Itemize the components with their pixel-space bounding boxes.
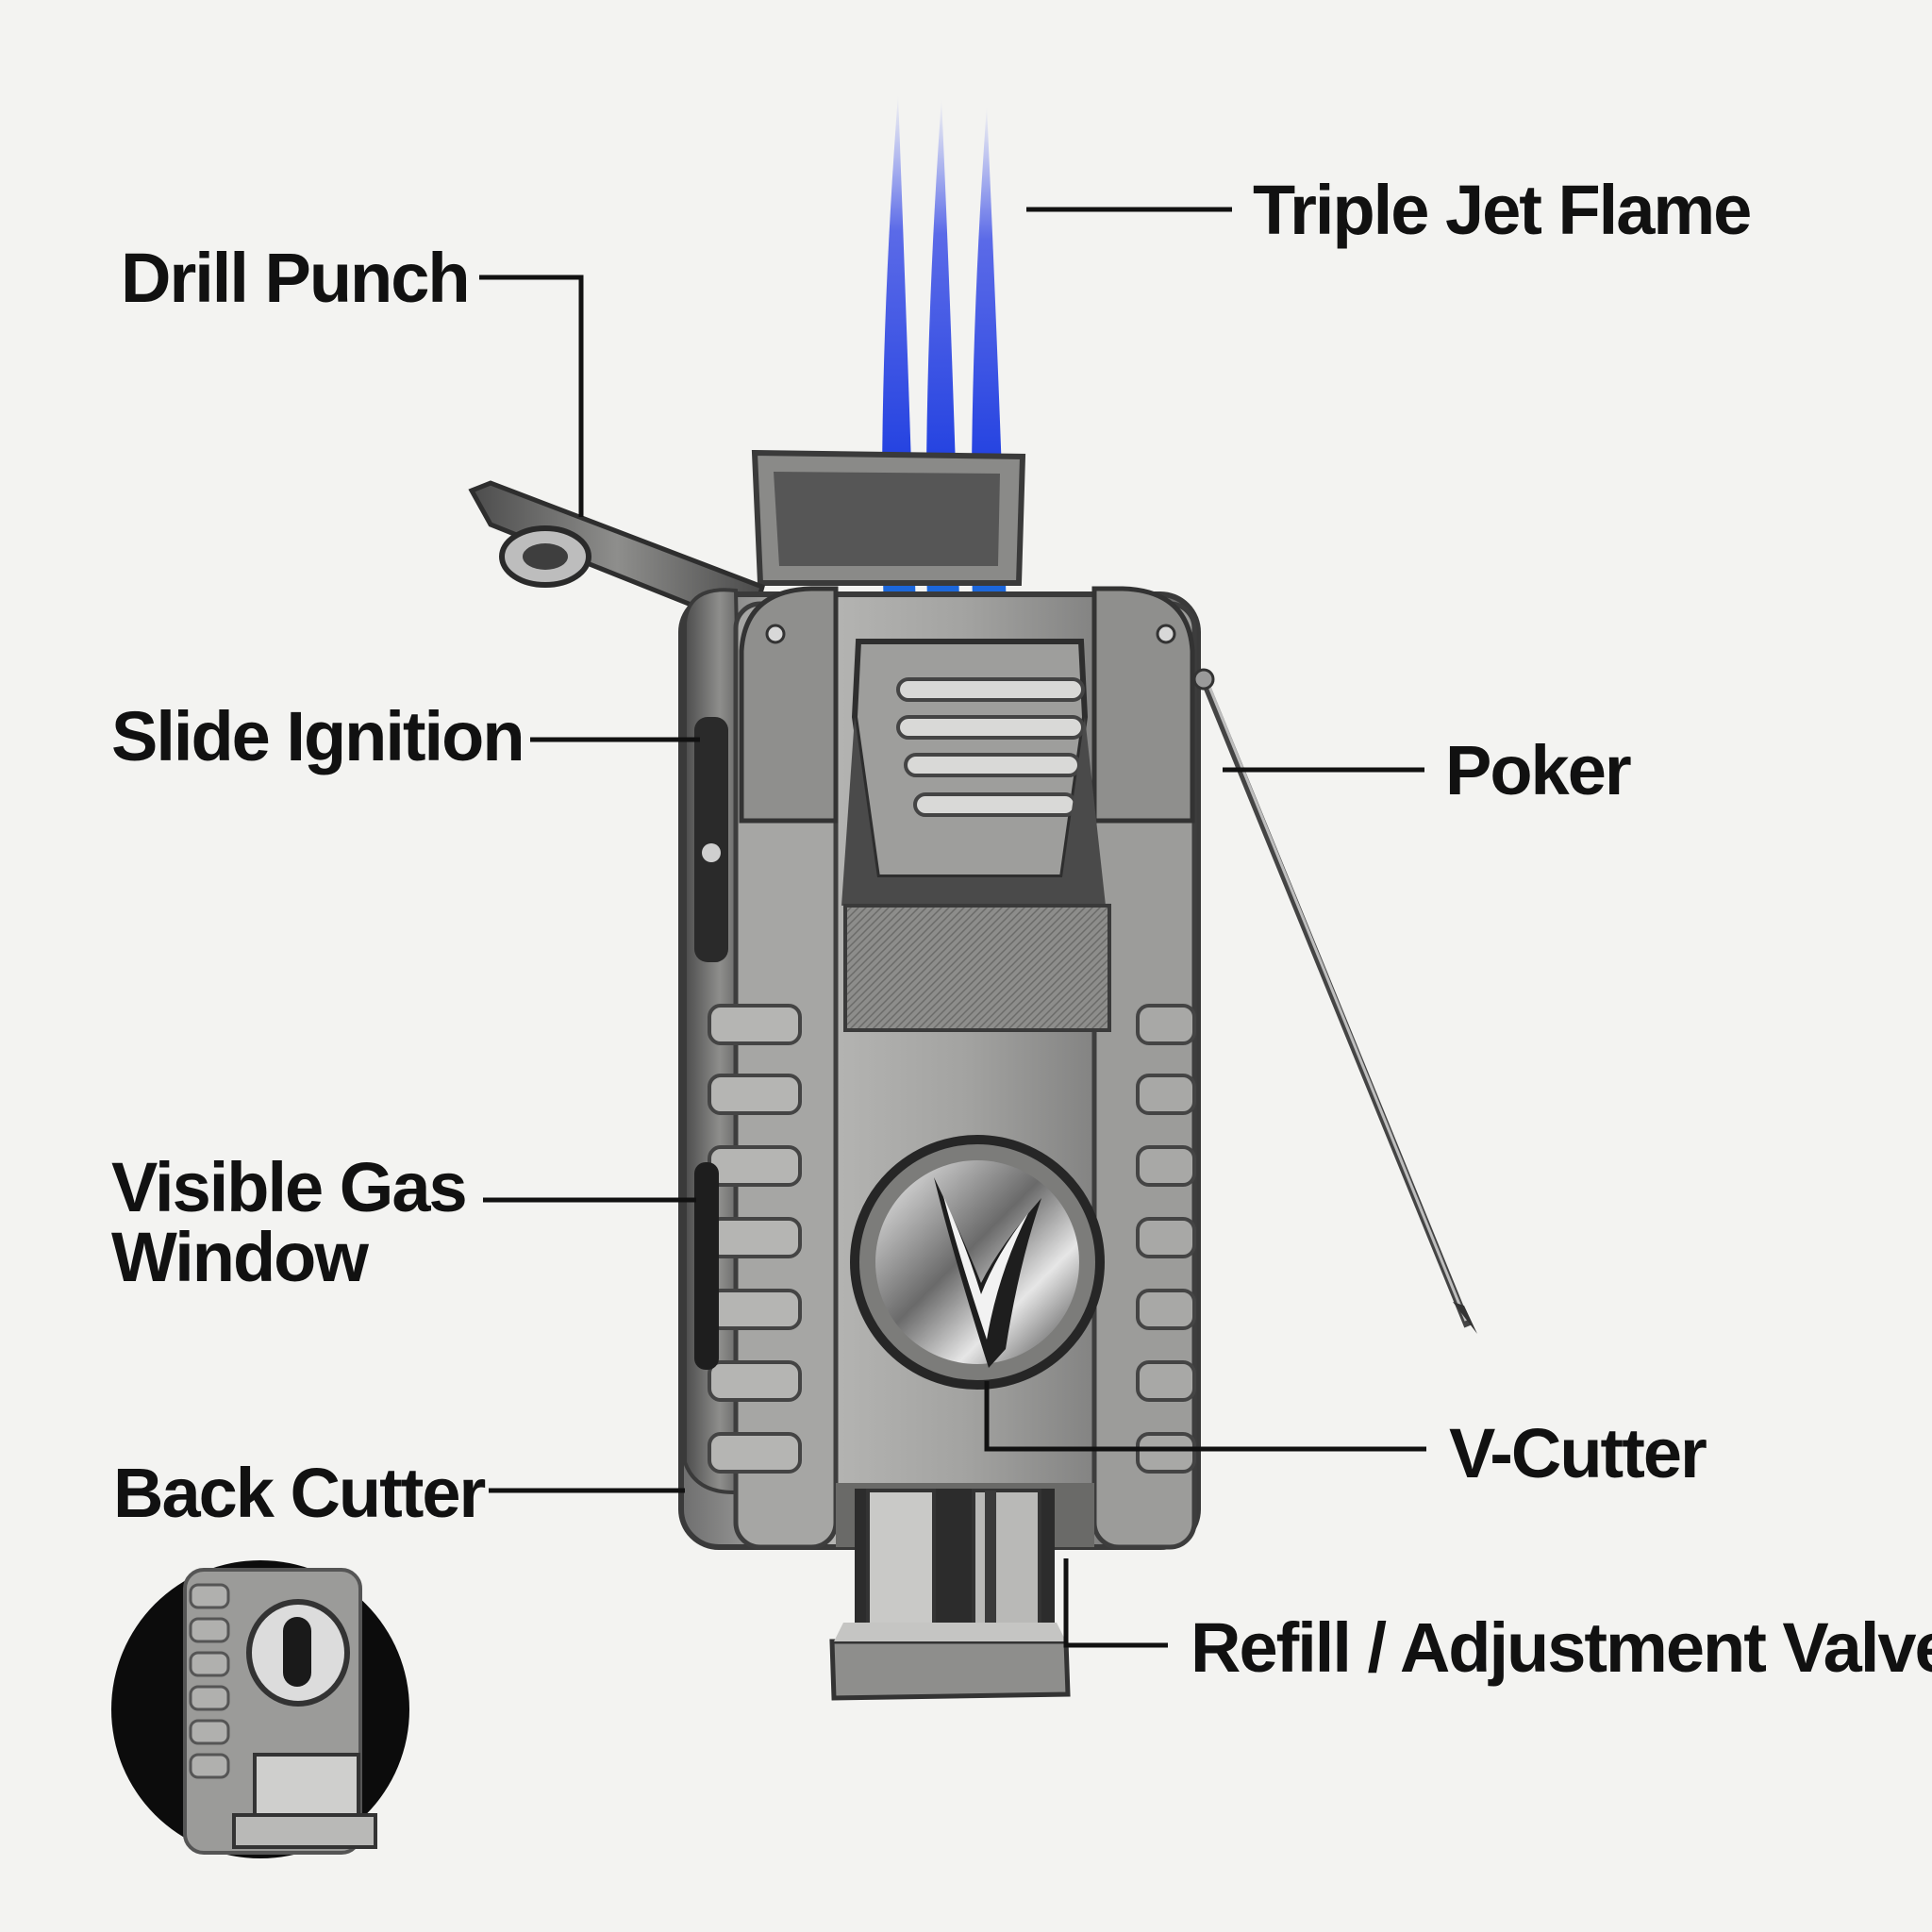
poker-tool: [1192, 668, 1477, 1334]
label-visible-gas-window-line2: Window: [111, 1218, 369, 1296]
label-v-cutter: V-Cutter: [1449, 1414, 1707, 1492]
leader-refill-valve: [1063, 1558, 1168, 1648]
label-refill-adjustment-valve: Refill / Adjustment Valve: [1191, 1608, 1932, 1687]
label-triple-jet-flame: Triple Jet Flame: [1253, 171, 1752, 249]
label-slide-ignition: Slide Ignition: [111, 697, 525, 775]
label-visible-gas-window-line1: Visible Gas: [111, 1148, 468, 1226]
jet-housing: [751, 449, 1026, 586]
leader-drill-punch: [479, 275, 584, 517]
label-back-cutter: Back Cutter: [113, 1454, 486, 1532]
leader-lines: [479, 207, 1426, 1648]
label-visible-gas-window: Visible Gas Window: [111, 1148, 468, 1296]
label-poker: Poker: [1445, 731, 1632, 809]
label-drill-punch: Drill Punch: [121, 239, 471, 317]
back-cutter-inset-icon: [111, 1560, 409, 1858]
lighter-illustration: [678, 586, 1201, 1701]
leader-v-cutter: [984, 1381, 1426, 1452]
